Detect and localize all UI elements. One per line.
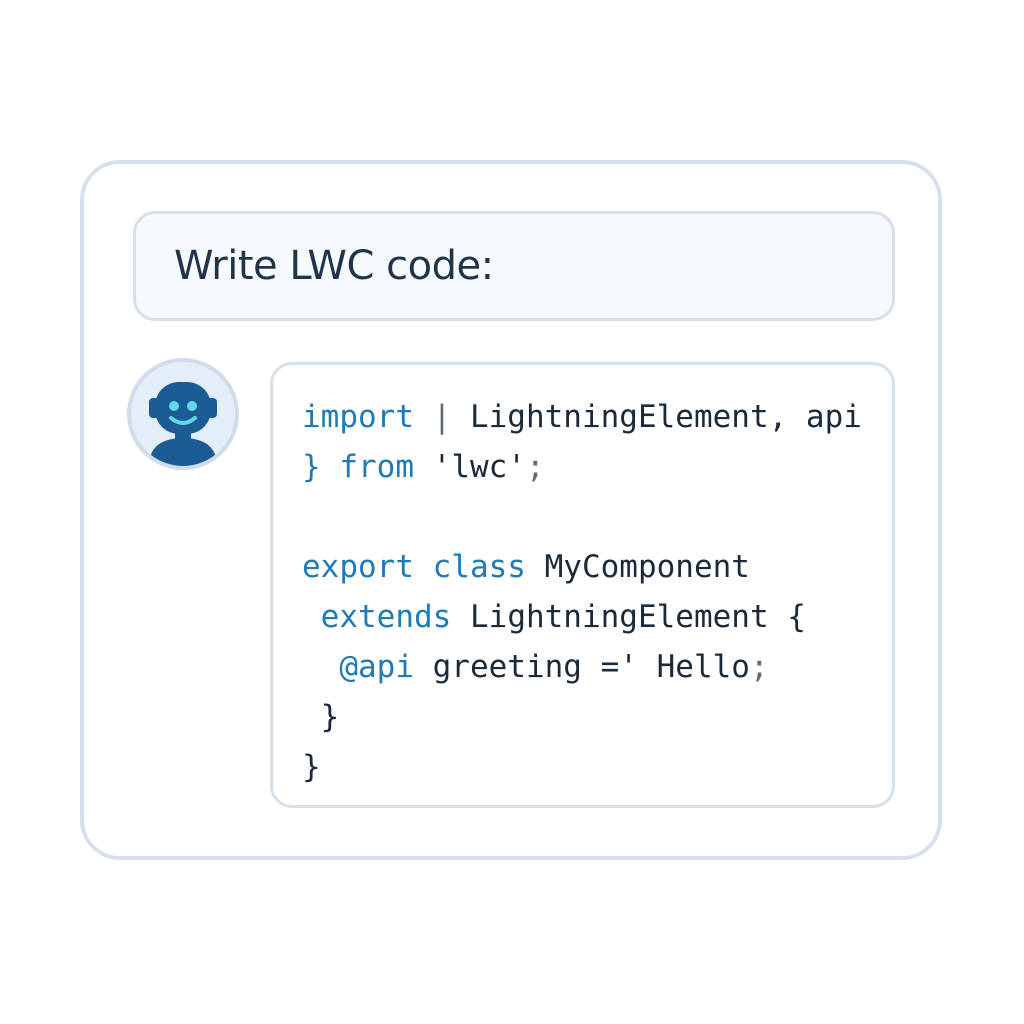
code-token: } [302,699,340,735]
code-token: import [302,399,414,435]
code-token: LightningElement, api [469,399,862,435]
code-token: extends [320,599,452,635]
code-line-2: } from 'lwc'; [302,442,862,492]
code-line-6: @api greeting =' Hello; [302,642,862,692]
code-token: export [302,549,414,585]
code-token: ; [749,649,769,685]
code-token: | [413,399,470,435]
code-token: class [413,549,545,585]
user-prompt-bubble: Write LWC code: [133,211,895,321]
code-token: 'lwc' [432,449,526,485]
code-token: ; [525,449,545,485]
code-line-4: export class MyComponent [302,542,862,592]
code-token: @api [339,649,414,685]
code-line-3 [302,492,862,542]
code-token: LightningElement [451,599,788,635]
code-response-bubble [270,362,895,808]
code-token: } [302,749,321,785]
code-line-5: extends LightningElement { [302,592,862,642]
code-indent [302,599,321,635]
robot-icon [149,382,217,466]
code-token: from [320,449,433,485]
code-token: { [787,599,806,635]
assistant-avatar [127,358,239,470]
code-token: MyComponent [544,549,750,585]
code-line-8: } [302,742,862,792]
code-line-1: import | LightningElement, api [302,392,862,442]
code-indent [302,649,339,685]
code-block: import | LightningElement, api} from 'lw… [302,392,862,792]
code-token: greeting =' Hello [413,649,750,685]
prompt-text: Write LWC code: [174,243,494,289]
code-token: } [302,449,321,485]
code-line-7: } [302,692,862,742]
